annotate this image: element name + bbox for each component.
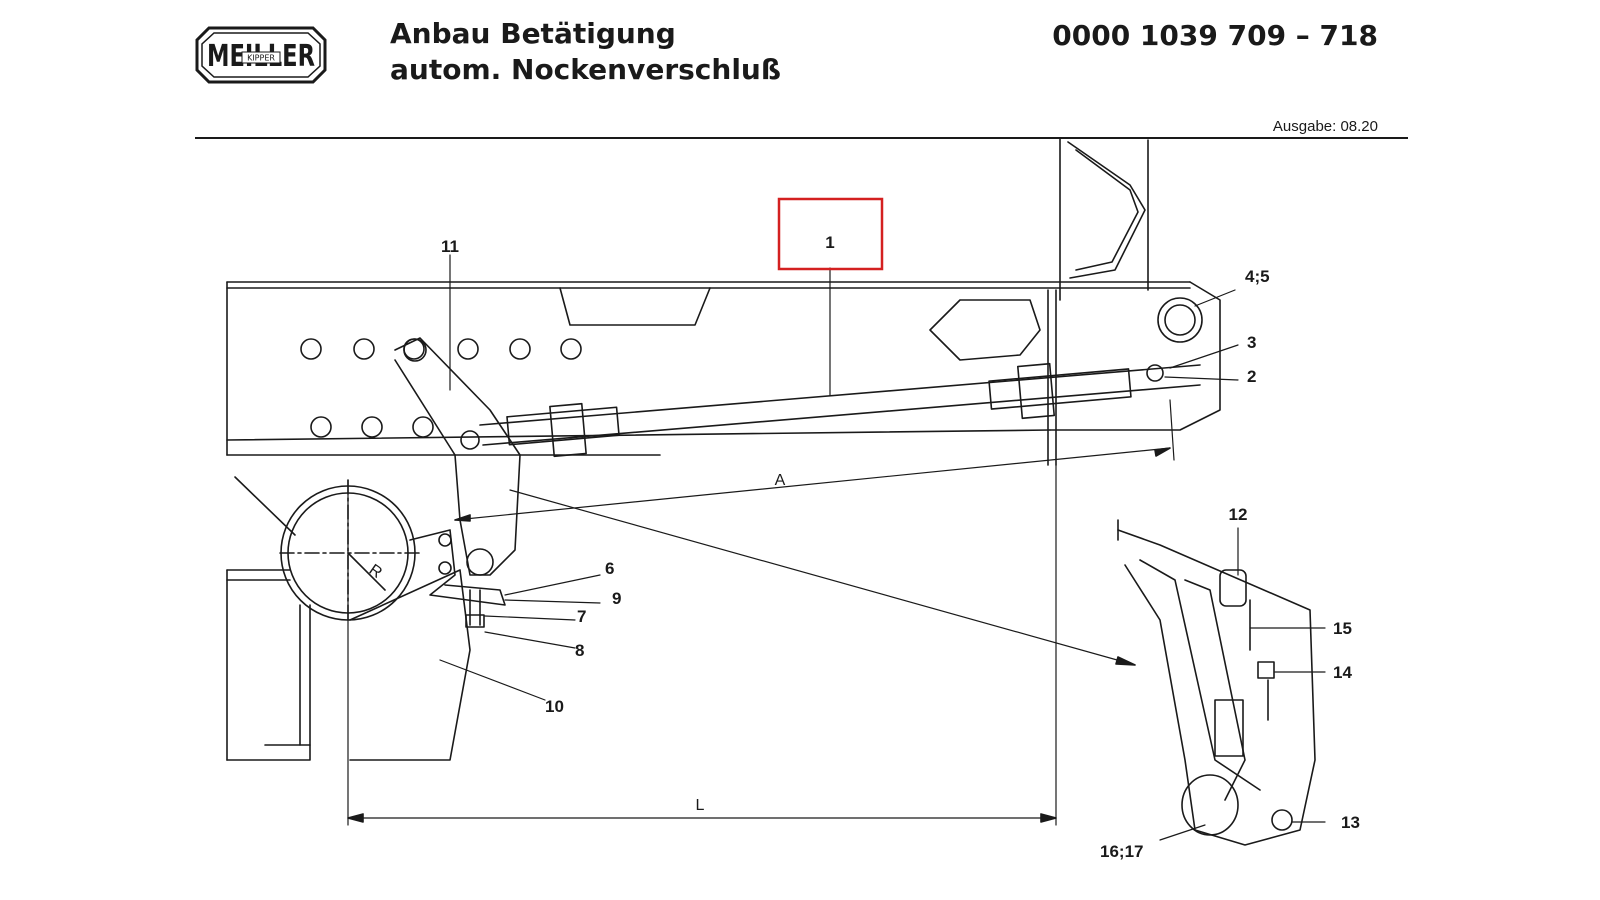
callout-6: 6 xyxy=(605,559,614,578)
operating-rod xyxy=(479,362,1201,458)
dimension-a-label: A xyxy=(775,472,786,489)
meiller-logo: MEILLER KIPPER xyxy=(195,26,327,84)
axle-tube xyxy=(234,476,421,621)
dimension-l xyxy=(347,464,1057,826)
logo-subtext: KIPPER xyxy=(247,54,275,63)
pivot-bushing xyxy=(1157,297,1203,343)
radius-r-label: R xyxy=(366,561,385,582)
dimension-l-label: L xyxy=(696,797,705,814)
callout-12: 12 xyxy=(1229,505,1248,524)
title-line-2: autom. Nockenverschluß xyxy=(390,53,781,86)
callout-15: 15 xyxy=(1333,619,1352,638)
document-title: Anbau Betätigung autom. Nockenverschluß xyxy=(390,16,781,88)
lever xyxy=(394,337,521,576)
highlight-box xyxy=(777,197,884,271)
callout-10: 10 xyxy=(545,697,564,716)
callout-leaders xyxy=(439,254,1326,841)
callout-9: 9 xyxy=(612,589,621,608)
callout-13: 13 xyxy=(1341,813,1360,832)
detail-arrowhead xyxy=(1115,656,1136,666)
side-member xyxy=(226,569,311,761)
callout-14: 14 xyxy=(1333,663,1352,682)
callout-1: 1 xyxy=(825,233,834,252)
callout-2: 2 xyxy=(1247,367,1256,386)
bracket-assembly xyxy=(409,529,506,628)
cam-plate xyxy=(929,299,1041,361)
callout-7: 7 xyxy=(577,607,586,626)
frame-beam xyxy=(226,281,1221,456)
title-line-1: Anbau Betätigung xyxy=(390,17,676,50)
body-wall xyxy=(1047,137,1149,466)
callout-3: 3 xyxy=(1247,333,1256,352)
callout-16-17: 16;17 xyxy=(1100,842,1143,861)
detail-lever xyxy=(1117,519,1316,846)
callout-4-5: 4;5 xyxy=(1245,267,1270,286)
header-rule xyxy=(195,137,1408,139)
callout-11: 11 xyxy=(441,237,459,256)
beam-holes xyxy=(300,338,582,438)
callout-8: 8 xyxy=(575,641,584,660)
document-number: 0000 1039 709 – 718 xyxy=(1052,19,1378,52)
issue-date: Ausgabe: 08.20 xyxy=(1272,118,1378,135)
support-bracket xyxy=(349,569,471,761)
detail-leader xyxy=(509,489,1136,666)
